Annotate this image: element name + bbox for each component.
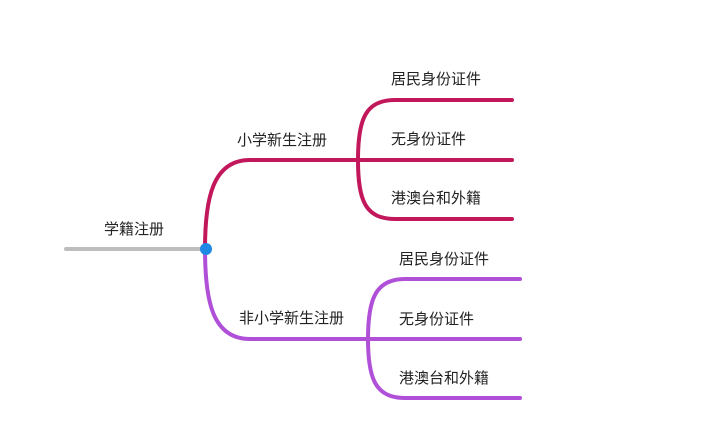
leaf-nonprimary-id-card-label: 居民身份证件 [399, 250, 489, 268]
branch-primary-new: 小学新生注册 居民身份证件 无身份证件 港澳台和外籍 [203, 70, 514, 251]
branch-non-primary-new-label: 非小学新生注册 [239, 309, 344, 327]
branch-primary-new-label: 小学新生注册 [237, 131, 327, 149]
leaf-primary-foreign-curve [356, 158, 514, 221]
leaf-primary-id-card-curve [356, 98, 514, 162]
root-node: 学籍注册 [64, 220, 207, 251]
leaf-nonprimary-foreign-label: 港澳台和外籍 [399, 369, 489, 387]
root-junction-dot [200, 243, 212, 255]
leaf-nonprimary-id-card: 居民身份证件 [366, 250, 522, 341]
leaf-primary-no-id-label: 无身份证件 [391, 130, 466, 148]
leaf-primary-no-id: 无身份证件 [356, 130, 514, 162]
leaf-primary-id-card: 居民身份证件 [356, 70, 514, 162]
leaf-nonprimary-no-id-label: 无身份证件 [399, 310, 474, 328]
leaf-primary-id-card-label: 居民身份证件 [391, 70, 481, 88]
leaf-nonprimary-no-id: 无身份证件 [366, 310, 522, 341]
leaf-primary-foreign-label: 港澳台和外籍 [391, 189, 481, 207]
leaf-nonprimary-foreign-curve [366, 337, 522, 400]
leaf-nonprimary-foreign: 港澳台和外籍 [366, 337, 522, 400]
branch-non-primary-new-curve [203, 247, 370, 341]
leaf-nonprimary-id-card-curve [366, 277, 522, 341]
root-label: 学籍注册 [104, 220, 164, 238]
branch-primary-new-curve [203, 158, 360, 251]
branch-non-primary-new: 非小学新生注册 居民身份证件 无身份证件 港澳台和外籍 [203, 247, 522, 400]
leaf-primary-foreign: 港澳台和外籍 [356, 158, 514, 221]
